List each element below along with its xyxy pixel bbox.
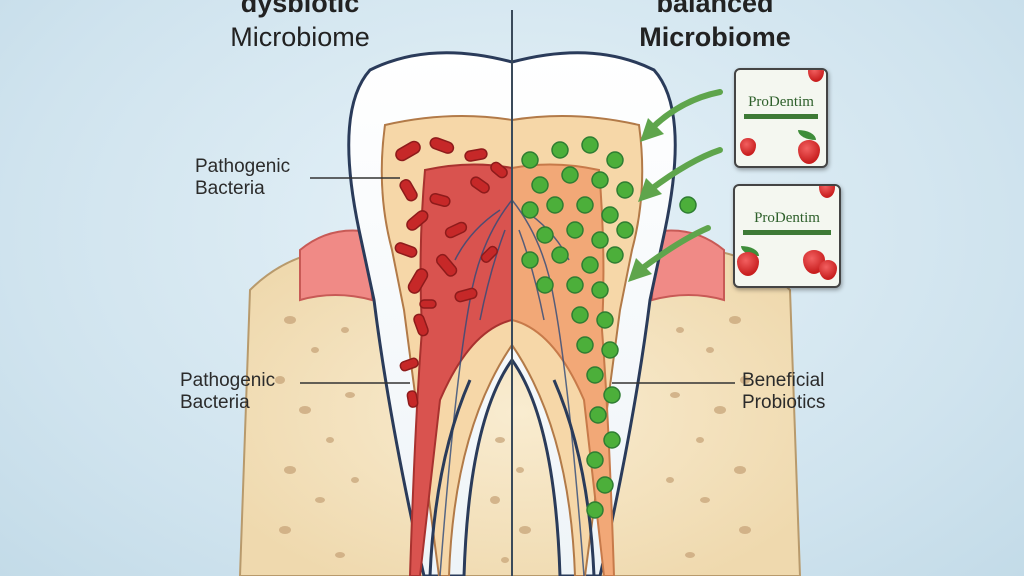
label-pathogenic-lower-line1: Pathogenic (180, 370, 276, 391)
product-brand: ProDentim (754, 210, 820, 226)
product-band (743, 230, 831, 235)
label-pathogenic-upper: Pathogenic Bacteria (195, 156, 290, 200)
gum-left (299, 229, 374, 302)
bone-pores (275, 316, 751, 563)
beneficial-probiotics (521, 136, 697, 519)
label-beneficial-line2: Probiotics (742, 392, 826, 413)
right-title-line1: balanced (656, 0, 774, 18)
strawberry-icon (798, 140, 820, 164)
curved-arrows (637, 89, 723, 273)
left-title-line1: dysbiotic (240, 0, 360, 18)
product-package-2: ProDentim (733, 184, 841, 288)
label-pathogenic-lower: Pathogenic Bacteria (180, 370, 275, 414)
strawberry-icon (819, 186, 835, 198)
label-beneficial: Beneficial Probiotics (742, 370, 825, 414)
root-canals (428, 379, 596, 576)
strawberry-icon (737, 252, 759, 276)
pathogenic-bacteria (394, 137, 508, 408)
strawberry-icon (819, 260, 837, 280)
product-package-1: ProDentim (734, 68, 828, 168)
right-title-line2: Microbiome (639, 22, 791, 52)
leader-lines (300, 177, 735, 384)
label-pathogenic-upper-line2: Bacteria (195, 178, 265, 199)
strawberry-icon (808, 70, 824, 82)
arrow-heads (628, 118, 664, 282)
strawberry-icon (740, 138, 756, 156)
product-brand: ProDentim (748, 94, 814, 110)
leaf-icon (741, 246, 759, 256)
label-pathogenic-lower-line2: Bacteria (180, 392, 250, 413)
leaf-icon (798, 130, 816, 140)
label-beneficial-line1: Beneficial (742, 370, 825, 391)
label-pathogenic-upper-line1: Pathogenic (195, 156, 291, 177)
product-band (744, 114, 818, 119)
left-title-line2: Microbiome (230, 22, 370, 52)
